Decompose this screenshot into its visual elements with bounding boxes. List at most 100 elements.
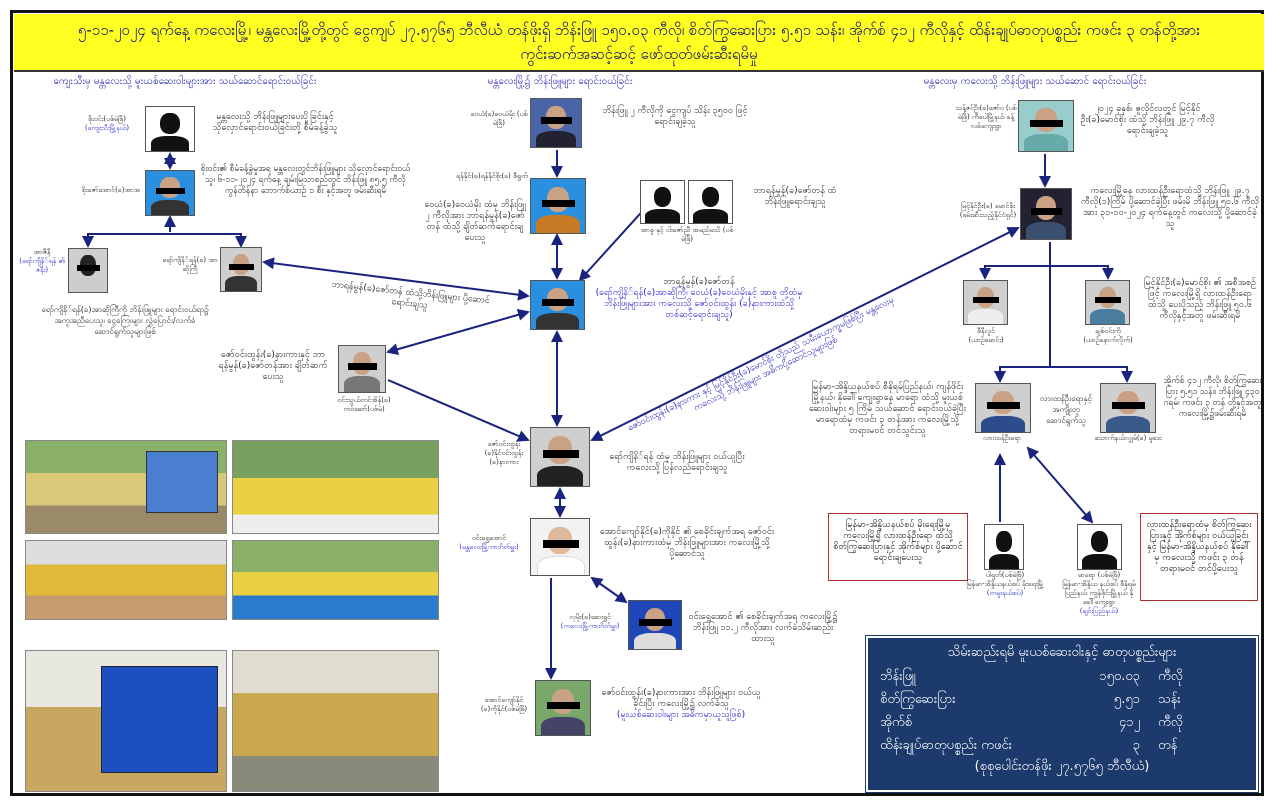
partner-note: လားထန်ဦးရောနှင့် အကျိုးတူ ဆောင်ရွက်သူ — [1040, 394, 1092, 425]
suspect-region: (တမူးနယ်စပ်) — [986, 589, 1024, 597]
evidence-photo-truck — [25, 440, 227, 534]
arrow-r8-r5 — [1026, 446, 1094, 524]
evidence-photo-packages — [25, 540, 227, 620]
section-header-left: ကျေးသီးမှ မန္တလေးသို့ မူးယစ်ဆေးဝါးများအာ… — [40, 76, 330, 88]
unit: ကီလို — [1158, 669, 1183, 684]
suspect-block-m3: ဘာရန်မွန်(ခ)ဇော်တန်(ရော်ကျိနိ်ရန်(ခ)အာဆိ… — [594, 277, 804, 321]
arrow-sil-m3 — [578, 204, 649, 282]
suspect-region: (ချင်းပြည်နယ်) — [1079, 607, 1119, 615]
arrow-l4-m3 — [262, 257, 530, 301]
suspect-photo-r5 — [975, 383, 1031, 433]
suspect-label-m1: ဝေယံ(ခ)ဝေယံမိုး (ပစ်မဲဖြိ) — [470, 110, 528, 127]
suspect-role: (ယာဥ်နောက်လိုက်) — [1083, 336, 1133, 344]
suspect-photo-l4 — [220, 247, 262, 292]
suspect-photo-l2 — [145, 170, 195, 216]
qty: ၁၅၀.၀၃ — [1099, 669, 1140, 684]
evidence-photo-sacks — [232, 440, 439, 534]
arrow-m5-m6 — [590, 576, 628, 604]
suspect-label-r8: မာရော (ပစ်မဲဖြိ)မြန်မာ-အိန္ဒိယ နယ်စပ် စီ… — [1060, 571, 1138, 616]
suspect-label-m7: အောင်ကျော်နိုင် (ခ)ကိုနိုင်(ပစ်မဲဖြိ) — [480, 696, 528, 713]
suspect-desc-m5: အောင်ကျော်နိုင်(ခ)ကိုနိုင် ၏ စေခိုင်းချက… — [599, 527, 775, 559]
note-box-r7: မြန်မာ-အိန္ဒိယနယ်စပ် မိုးရေးမြို့မှ ကလေး… — [828, 513, 968, 581]
arrow-m4-r2 — [590, 227, 1020, 441]
summary-row: အိုက်စ် ၄၁၂ ကီလို — [880, 712, 1244, 735]
suspect-desc-m1: ဘိန်းဖြူ ၂ ကီလိုကို ငွေကျပ် သိန်း ၃၅၀၀ ဖ… — [602, 106, 748, 127]
evidence-photo-van — [25, 650, 227, 792]
suspect-photo-r4 — [1085, 280, 1130, 325]
suspect-label-m5: ဝင်းရွှေအောင်(မန္တလေးမြို့ကားဂိတ်မှူး) — [450, 534, 528, 552]
arrow-l5-m3 — [386, 308, 530, 356]
suspect-desc-l2: စိုးဝင်း၏ စီမံခန့်ခွဲမှုအရ မန္တလေးတွင်ဘိ… — [200, 164, 411, 196]
suspect-note: (မူးယစ်ဆေးဝါးများ အဓိကမှာယူသူဖြစ်) — [616, 710, 746, 720]
unit: တန် — [1158, 738, 1178, 753]
suspect-name: လှမိုး(ခ)ဆေးရွှင် — [569, 613, 611, 621]
suspect-desc-l1: မန္တလေးသို့ ဘိန်းဖြူများပေးပို့ခြင်းနှင့… — [212, 112, 338, 133]
page-title: ၅-၁၁-၂၀၂၄ ရက်နေ့ ကလေးမြို့၊ မန္တလေးမြို့… — [14, 14, 1264, 72]
suspect-desc-l5: ဇော်ဝင်းထွန်း(ခ)နားကားနှင့် ဘာရန်မွန်(ခ)… — [218, 350, 328, 382]
suspect-photo-l3 — [68, 248, 108, 293]
suspect-label-r3: စီနီလွင်(ယာဥ်မောင်း) — [955, 327, 1017, 345]
arrow-r3-r4 — [979, 265, 1114, 280]
suspect-name: ဝင်းရွှေအောင် — [471, 534, 507, 542]
suspect-photo-silhouette-1 — [640, 180, 685, 224]
suspect-name: အာဇီနီ — [33, 248, 51, 256]
suspect-relation: (ရော်ကျိနိ်ရန် ၏ ဇနီး) — [19, 257, 65, 274]
suspect-location: (ကျေးသီးမြို့နယ်) — [84, 124, 130, 132]
suspect-role: (ကလေးမြို့ကားဂိတ်မှူး) — [560, 622, 620, 630]
suspect-label-l4: ရော်ကျိနိ်ရန်(ခ) အာဆိုကြီ — [162, 256, 218, 273]
note-box-r8: လားထန်ဦးရောထံမှ စိတ်ကြွဆေးပြားနှင့် အိုက… — [1140, 513, 1258, 601]
item: စိတ်ကြွဆေးပြား — [880, 692, 956, 707]
qty: ၄၁၂ — [1118, 715, 1140, 730]
seizure-summary-box: သိမ်းဆည်းရမိ မူးယစ်ဆေးဝါးနှင့် ဓာတုပစ္စည… — [865, 635, 1259, 793]
suspect-photo-r1 — [1018, 100, 1074, 152]
suspect-label-l3: အာဇီနီ(ရော်ကျိနိ်ရန် ၏ ဇနီး) — [18, 248, 66, 275]
evidence-photo-seized-goods — [232, 650, 439, 792]
suspect-label-r2: မြင့်နိုင်ဦး(ခ) မောင်စိုး (ဖမ်းဆီးသည့်နိ… — [959, 202, 1017, 219]
suspect-desc-m4: ရော်ကျိနိ်ရန် ထံမှ ဘိန်းဖြူများ ဝယ်ယူပြီ… — [609, 452, 745, 473]
item: ဘိန်းဖြူ — [880, 669, 916, 684]
suspect-photo-r7 — [984, 524, 1024, 570]
suspect-desc-r2: ကလေးမြို့နေ လားထန်ဦးရောထံသို့ ဘိန်းဖြူ ၂… — [1080, 186, 1259, 229]
suspect-label-r7: ပါရှတ်(ပစ်မဲဖြိ)မြန်မာ-အိန္ဒိယနယ်စပ် မို… — [966, 571, 1044, 598]
suspect-photo-r8 — [1077, 524, 1122, 570]
page-frame — [10, 10, 1264, 796]
suspect-label-silhouettes: အာစူ နှင့် ငါးဇော်ညီ အမည်မသိ (ပစ်မဲဖြိ) — [640, 226, 734, 243]
suspect-label-r5: လားထန်ဦးရော — [983, 434, 1021, 442]
suspect-label-m4: ဇော်ဝင်းထွန်း (ခ)နိုင်ဝင်းထွန်း (ခ)နားကာ… — [484, 440, 524, 466]
summary-row: ထိန်းချုပ်ဓာတုပစ္စည်း ကဖင်း၃တန် — [880, 735, 1244, 758]
suspect-location: မြန်မာ-အိန္ဒိယ နယ်စပ် စီနိုရမ်ပြည်နယ် ကျ… — [1062, 580, 1136, 606]
van-shape — [101, 666, 218, 773]
arrow-r5-r6 — [994, 366, 1133, 383]
summary-title: သိမ်းဆည်းရမိ မူးယစ်ဆေးဝါးနှင့် ဓာတုပစ္စည… — [947, 645, 1177, 660]
suspect-label-l2: စိုးဇော်အောင်(ခ)အာအ — [81, 186, 141, 194]
suspect-desc: (ရော်ကျိနိ်ရန်(ခ)အာဆိုကြီ၊ ဝေယံ(ခ)ဝေယံမိ… — [595, 288, 803, 320]
suspect-label-l1: စိုးဝင်း(ပစ်မဲဖြိ)(ကျေးသီးမြို့နယ်) — [72, 115, 142, 133]
evidence-photo-packages-2 — [232, 540, 439, 620]
item: အိုက်စ် — [880, 715, 912, 730]
item: ထိန်းချုပ်ဓာတုပစ္စည်း ကဖင်း — [880, 738, 1012, 753]
suspect-photo-m7 — [535, 680, 591, 736]
unit: သန်း — [1158, 692, 1181, 707]
suspect-role: (မန္တလေးမြို့ကားဂိတ်မှူး) — [459, 543, 519, 551]
suspect-photo-m2 — [530, 178, 586, 234]
suspect-photo-m4 — [530, 427, 590, 487]
suspect-label-m6: လှမိုး(ခ)ဆေးရွှင်(ကလေးမြို့ကားဂိတ်မှူး) — [555, 613, 625, 631]
suspect-photo-r3 — [963, 280, 1008, 325]
suspect-photo-r2 — [1020, 188, 1072, 240]
suspect-photo-m5 — [530, 518, 590, 576]
unit: ကီလို — [1158, 715, 1183, 730]
qty: ၅.၅၁ — [1113, 692, 1140, 707]
suspect-desc-r1: ၂၀၂၄ ခုနှစ်၊ ဇူလိုင်လတွင် မြင့်နိုင်ဦး(ခ… — [1080, 104, 1215, 136]
suspect-label-r6: သောက်နယ်လျှမ်(ခ) မူဒေး — [1094, 434, 1162, 442]
suspect-name: ဘာရန်မွန်(ခ)ဇော်တန် — [663, 277, 735, 287]
suspect-photo-l5 — [338, 345, 386, 393]
suspect-photo-l1 — [145, 106, 195, 152]
suspect-photo-silhouette-2 — [688, 180, 733, 224]
suspect-desc-silhouettes: ဘာရန်မွန်(ခ)ဇော်တန် ထံ ဘိန်းဖြူရောင်းချသ… — [753, 186, 837, 207]
suspect-desc-m7: ဇော်ဝင်းထွန်း(ခ)နားကားအား ဘိန်းဖြူများ ဝ… — [596, 688, 766, 721]
summary-total: (စုစုပေါင်းတန်ဖိုး ၂၇.၅၇၆၅ ဘီလီယံ) — [974, 759, 1150, 774]
arrow-l5-m4 — [387, 379, 530, 442]
suspect-photo-r6 — [1100, 383, 1156, 433]
suspect-label-l5: ဝင်းသွယ်တင်အိန်(ခ) ကဝ်ဆော်(ပစ်မဲ) — [337, 396, 391, 413]
